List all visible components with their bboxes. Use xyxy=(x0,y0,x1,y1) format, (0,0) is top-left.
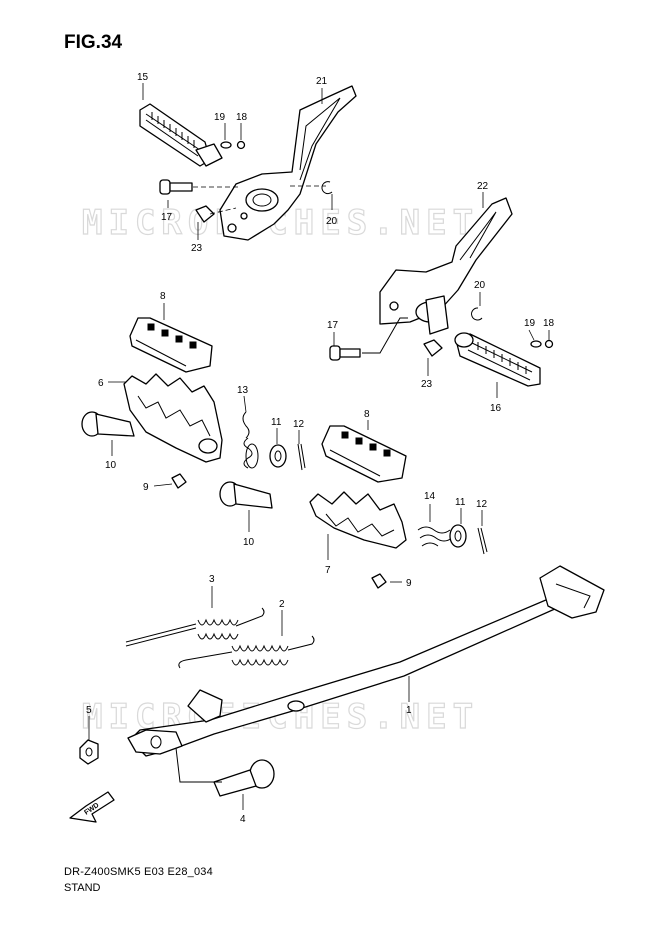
callout-20: 20 xyxy=(474,280,486,291)
callout-1: 1 xyxy=(406,705,412,716)
side-stand xyxy=(127,565,605,757)
passenger-footrest-left xyxy=(139,103,223,167)
callout-8: 8 xyxy=(160,291,166,302)
washer-11-lower xyxy=(449,524,467,548)
callout-4: 4 xyxy=(240,814,246,825)
clip-20-right xyxy=(471,307,483,321)
figure-title: FIG.34 xyxy=(64,32,123,53)
model-code: DR-Z400SMK5 E03 E28_034 xyxy=(64,866,213,878)
callout-23: 23 xyxy=(421,379,433,390)
spring-14 xyxy=(417,526,453,547)
callout-21: 21 xyxy=(316,76,328,87)
callout-19: 19 xyxy=(524,318,536,329)
callout-2: 2 xyxy=(279,599,285,610)
clip-20-left xyxy=(321,181,333,195)
passenger-footrest-right xyxy=(454,332,541,387)
cotter-pin-12-upper xyxy=(297,443,306,471)
callout-10: 10 xyxy=(105,460,117,471)
callout-8: 8 xyxy=(364,409,370,420)
callout-5: 5 xyxy=(86,705,92,716)
callout-15: 15 xyxy=(137,72,149,83)
washer-19-left xyxy=(220,141,232,149)
callout-12: 12 xyxy=(293,419,305,430)
callout-11: 11 xyxy=(271,417,282,428)
footrest-rubber-8-upper xyxy=(129,317,213,373)
cotter-pin-12-lower xyxy=(477,527,488,555)
spring-3 xyxy=(125,607,265,647)
passenger-bracket-right xyxy=(379,197,513,335)
callout-18: 18 xyxy=(543,318,555,329)
pin-18-right xyxy=(544,339,554,349)
washer-19-right xyxy=(530,340,542,348)
spring-2 xyxy=(178,635,315,669)
callout-9: 9 xyxy=(406,578,412,589)
callout-22: 22 xyxy=(477,181,489,192)
callout-12: 12 xyxy=(476,499,488,510)
nut-5 xyxy=(79,739,99,765)
callout-16: 16 xyxy=(490,403,502,414)
washer-11-upper xyxy=(269,444,287,468)
callout-9: 9 xyxy=(143,482,149,493)
forward-arrow-icon: FWD xyxy=(69,791,115,823)
callout-17: 17 xyxy=(327,320,339,331)
callout-7: 7 xyxy=(325,565,331,576)
footrest-6 xyxy=(123,373,223,463)
pin-17-left xyxy=(159,179,193,195)
pin-17-right xyxy=(329,345,361,361)
footrest-rubber-8-lower xyxy=(321,425,407,483)
callout-3: 3 xyxy=(209,574,215,585)
passenger-bracket-left xyxy=(219,85,357,241)
bolt-4 xyxy=(213,759,275,797)
callout-13: 13 xyxy=(237,385,249,396)
section-name: STAND xyxy=(64,882,101,894)
bolt-9-upper xyxy=(171,473,187,489)
spring-13 xyxy=(242,411,259,469)
callout-20: 20 xyxy=(326,216,338,227)
callout-6: 6 xyxy=(98,378,104,389)
callout-18: 18 xyxy=(236,112,248,123)
callout-17: 17 xyxy=(161,212,173,223)
pin-10-upper xyxy=(81,411,135,437)
callout-11: 11 xyxy=(455,497,466,508)
bolt-9-lower xyxy=(371,573,387,589)
bolt-23-left xyxy=(195,205,215,223)
bolt-23-right xyxy=(423,339,443,357)
callout-23: 23 xyxy=(191,243,203,254)
callout-19: 19 xyxy=(214,112,226,123)
pin-18-left xyxy=(236,140,246,150)
callout-10: 10 xyxy=(243,537,255,548)
pin-10-lower xyxy=(219,481,273,509)
callout-14: 14 xyxy=(424,491,436,502)
footrest-7 xyxy=(309,491,407,549)
